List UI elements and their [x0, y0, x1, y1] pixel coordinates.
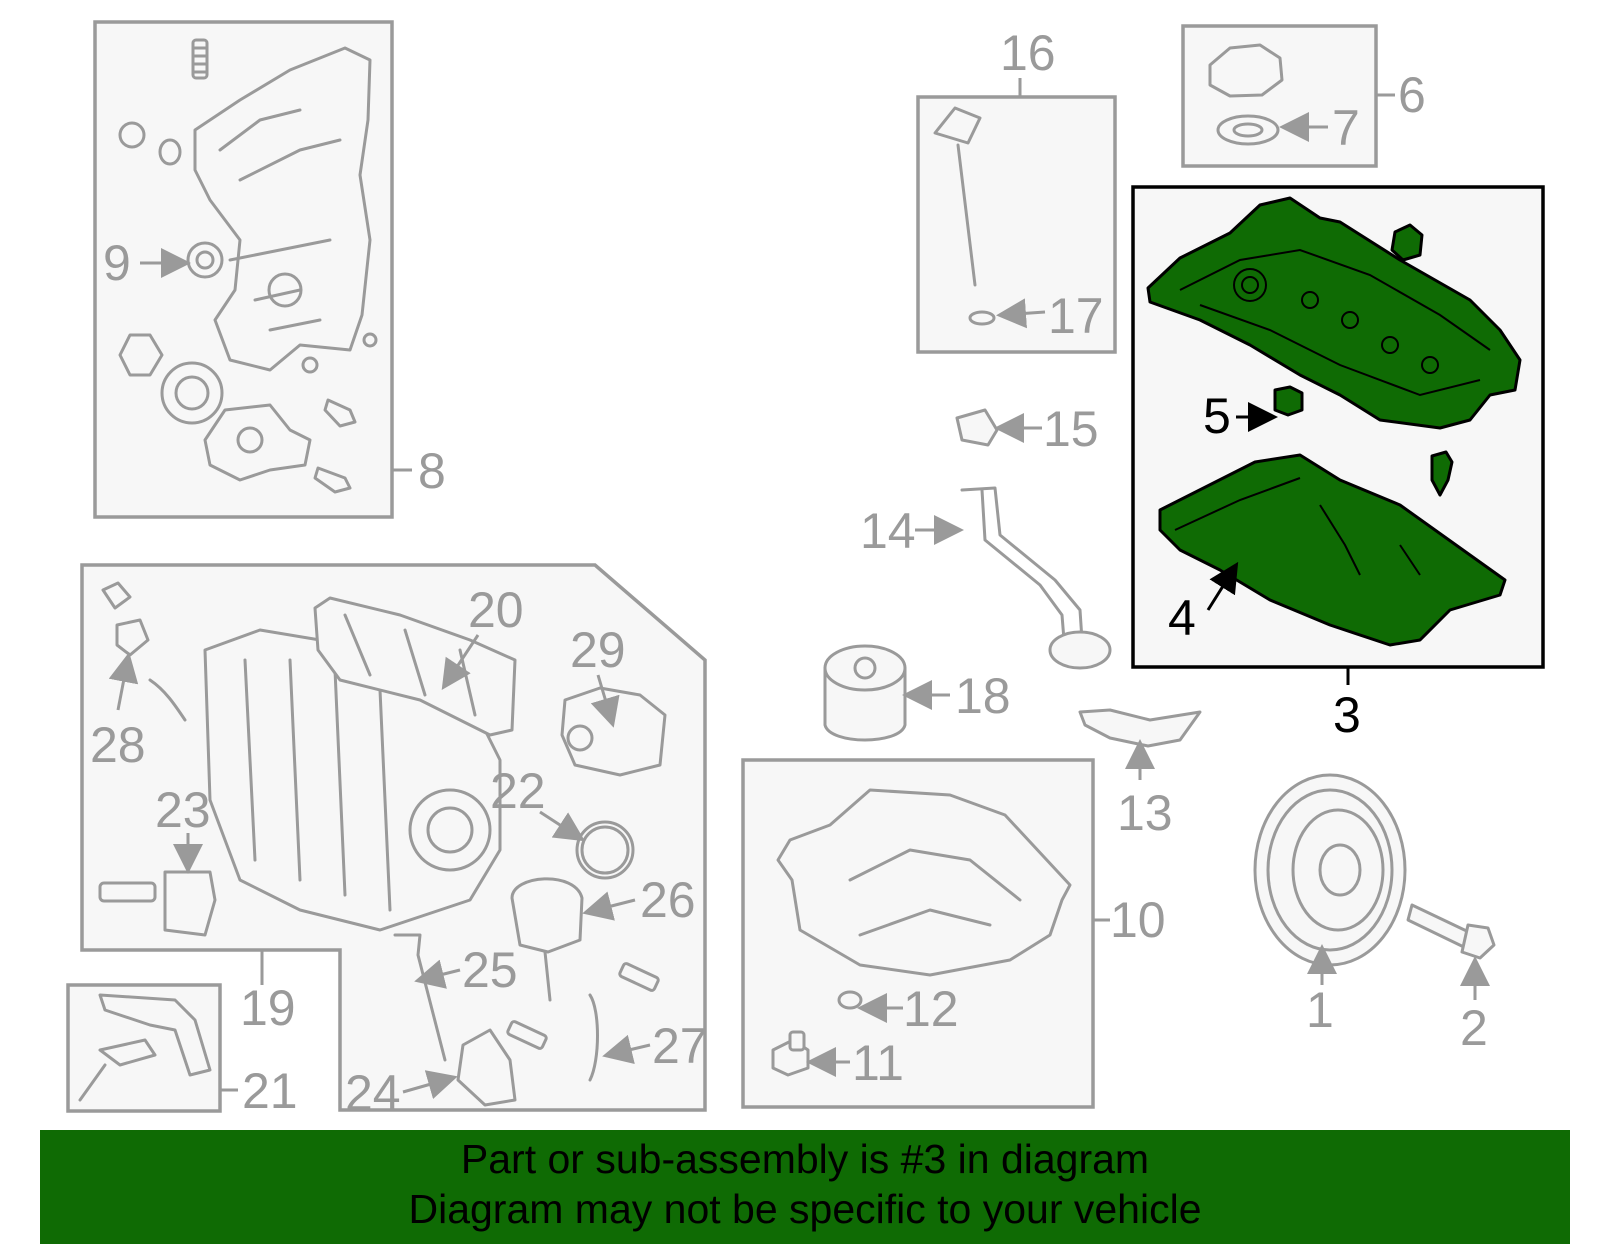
info-banner: Part or sub-assembly is #3 in diagram Di… — [40, 1130, 1570, 1244]
callout-10: 10 — [1110, 892, 1166, 948]
callout-11: 11 — [852, 1035, 904, 1091]
callout-23: 23 — [155, 782, 211, 838]
callout-8: 8 — [418, 443, 446, 499]
oil-filter — [823, 644, 907, 742]
callout-22: 22 — [490, 763, 546, 819]
crankshaft-pulley — [1253, 773, 1407, 967]
callout-25: 25 — [462, 942, 518, 998]
callout-21: 21 — [242, 1063, 298, 1119]
callout-28: 28 — [90, 717, 146, 773]
callout-24: 24 — [345, 1065, 401, 1121]
callout-13: 13 — [1117, 785, 1173, 841]
intake-manifold-group — [80, 563, 707, 1112]
callout-9: 9 — [103, 235, 131, 291]
callout-1: 1 — [1306, 982, 1334, 1038]
callout-29: 29 — [570, 622, 626, 678]
callout-6: 6 — [1398, 67, 1426, 123]
callout-16: 16 — [1000, 25, 1056, 81]
callout-14: 14 — [860, 503, 916, 559]
valve-cover-assembly — [1131, 185, 1545, 669]
baffle-13 — [1078, 708, 1202, 748]
callout-5: 5 — [1203, 388, 1231, 444]
banner-part-note: Part or sub-assembly is #3 in diagram — [460, 1136, 1150, 1182]
pulley-bolt — [1406, 903, 1496, 960]
bracket-group — [66, 983, 222, 1113]
timing-cover-group — [93, 20, 394, 519]
callout-2: 2 — [1460, 1000, 1488, 1056]
callout-27: 27 — [652, 1018, 708, 1074]
oil-pickup-tube — [960, 486, 1112, 670]
oil-cap-group — [1181, 24, 1378, 168]
callout-26: 26 — [640, 872, 696, 928]
callout-4: 4 — [1168, 590, 1196, 646]
callout-18: 18 — [955, 668, 1011, 724]
callout-3: 3 — [1333, 687, 1361, 743]
banner-disclaimer: Diagram may not be specific to your vehi… — [408, 1186, 1202, 1232]
callout-15: 15 — [1043, 401, 1099, 457]
oil-pan-group — [741, 758, 1095, 1109]
gasket-15 — [955, 408, 999, 447]
callout-20: 20 — [468, 582, 524, 638]
callout-19: 19 — [240, 980, 296, 1036]
callout-17: 17 — [1048, 288, 1104, 344]
callout-12: 12 — [903, 981, 959, 1037]
callout-7: 7 — [1332, 100, 1360, 156]
